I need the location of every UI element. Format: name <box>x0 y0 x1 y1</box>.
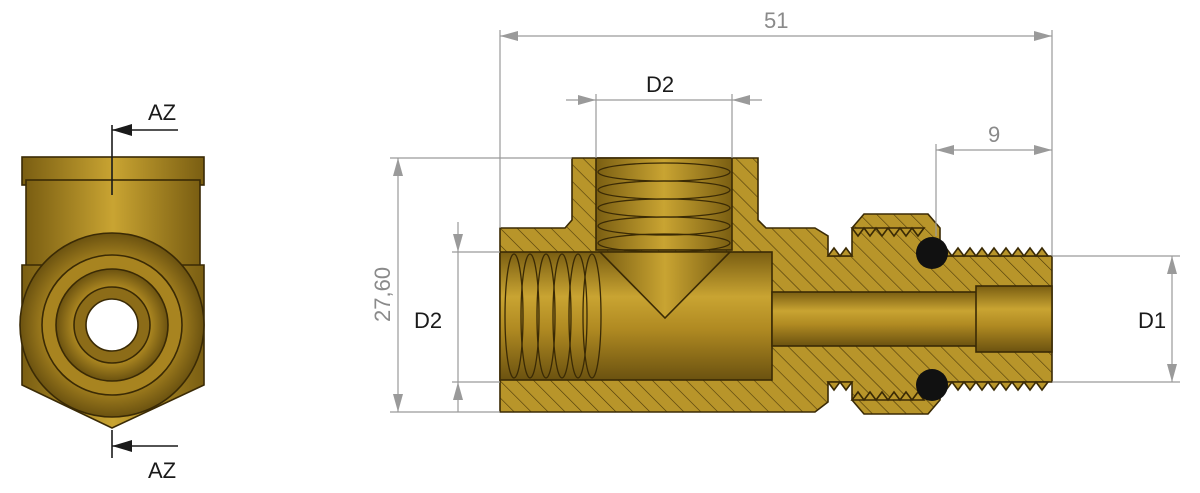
top-port-bore <box>595 157 733 251</box>
dimensions: 51 D2 9 27,60 D2 D1 <box>370 8 1180 413</box>
end-view-bore <box>85 298 139 352</box>
drill-cone <box>598 251 732 320</box>
nut-thread-bottom <box>850 390 926 402</box>
section-label-bottom: AZ <box>148 458 176 483</box>
counterbore <box>975 285 1053 353</box>
section-arrow-top <box>112 124 132 136</box>
dim-overall-length: 51 <box>764 8 788 33</box>
dim-top-port: D2 <box>646 72 674 97</box>
section-view <box>499 157 1053 415</box>
dim-height: 27,60 <box>370 267 395 322</box>
dim-nipple-length: 9 <box>988 122 1000 147</box>
o-ring-top <box>916 237 948 269</box>
dim-left-port: D2 <box>414 308 442 333</box>
nut-thread-top <box>850 226 926 238</box>
section-arrow-bottom <box>112 440 132 452</box>
o-ring-bottom <box>916 369 948 401</box>
male-thread-bottom <box>826 380 1050 392</box>
section-label-top: AZ <box>148 100 176 125</box>
dim-right-port: D1 <box>1138 308 1166 333</box>
through-bore <box>771 291 983 347</box>
left-port-threads <box>504 253 602 379</box>
male-thread-top <box>826 246 1050 258</box>
end-view: AZ AZ <box>19 100 205 483</box>
